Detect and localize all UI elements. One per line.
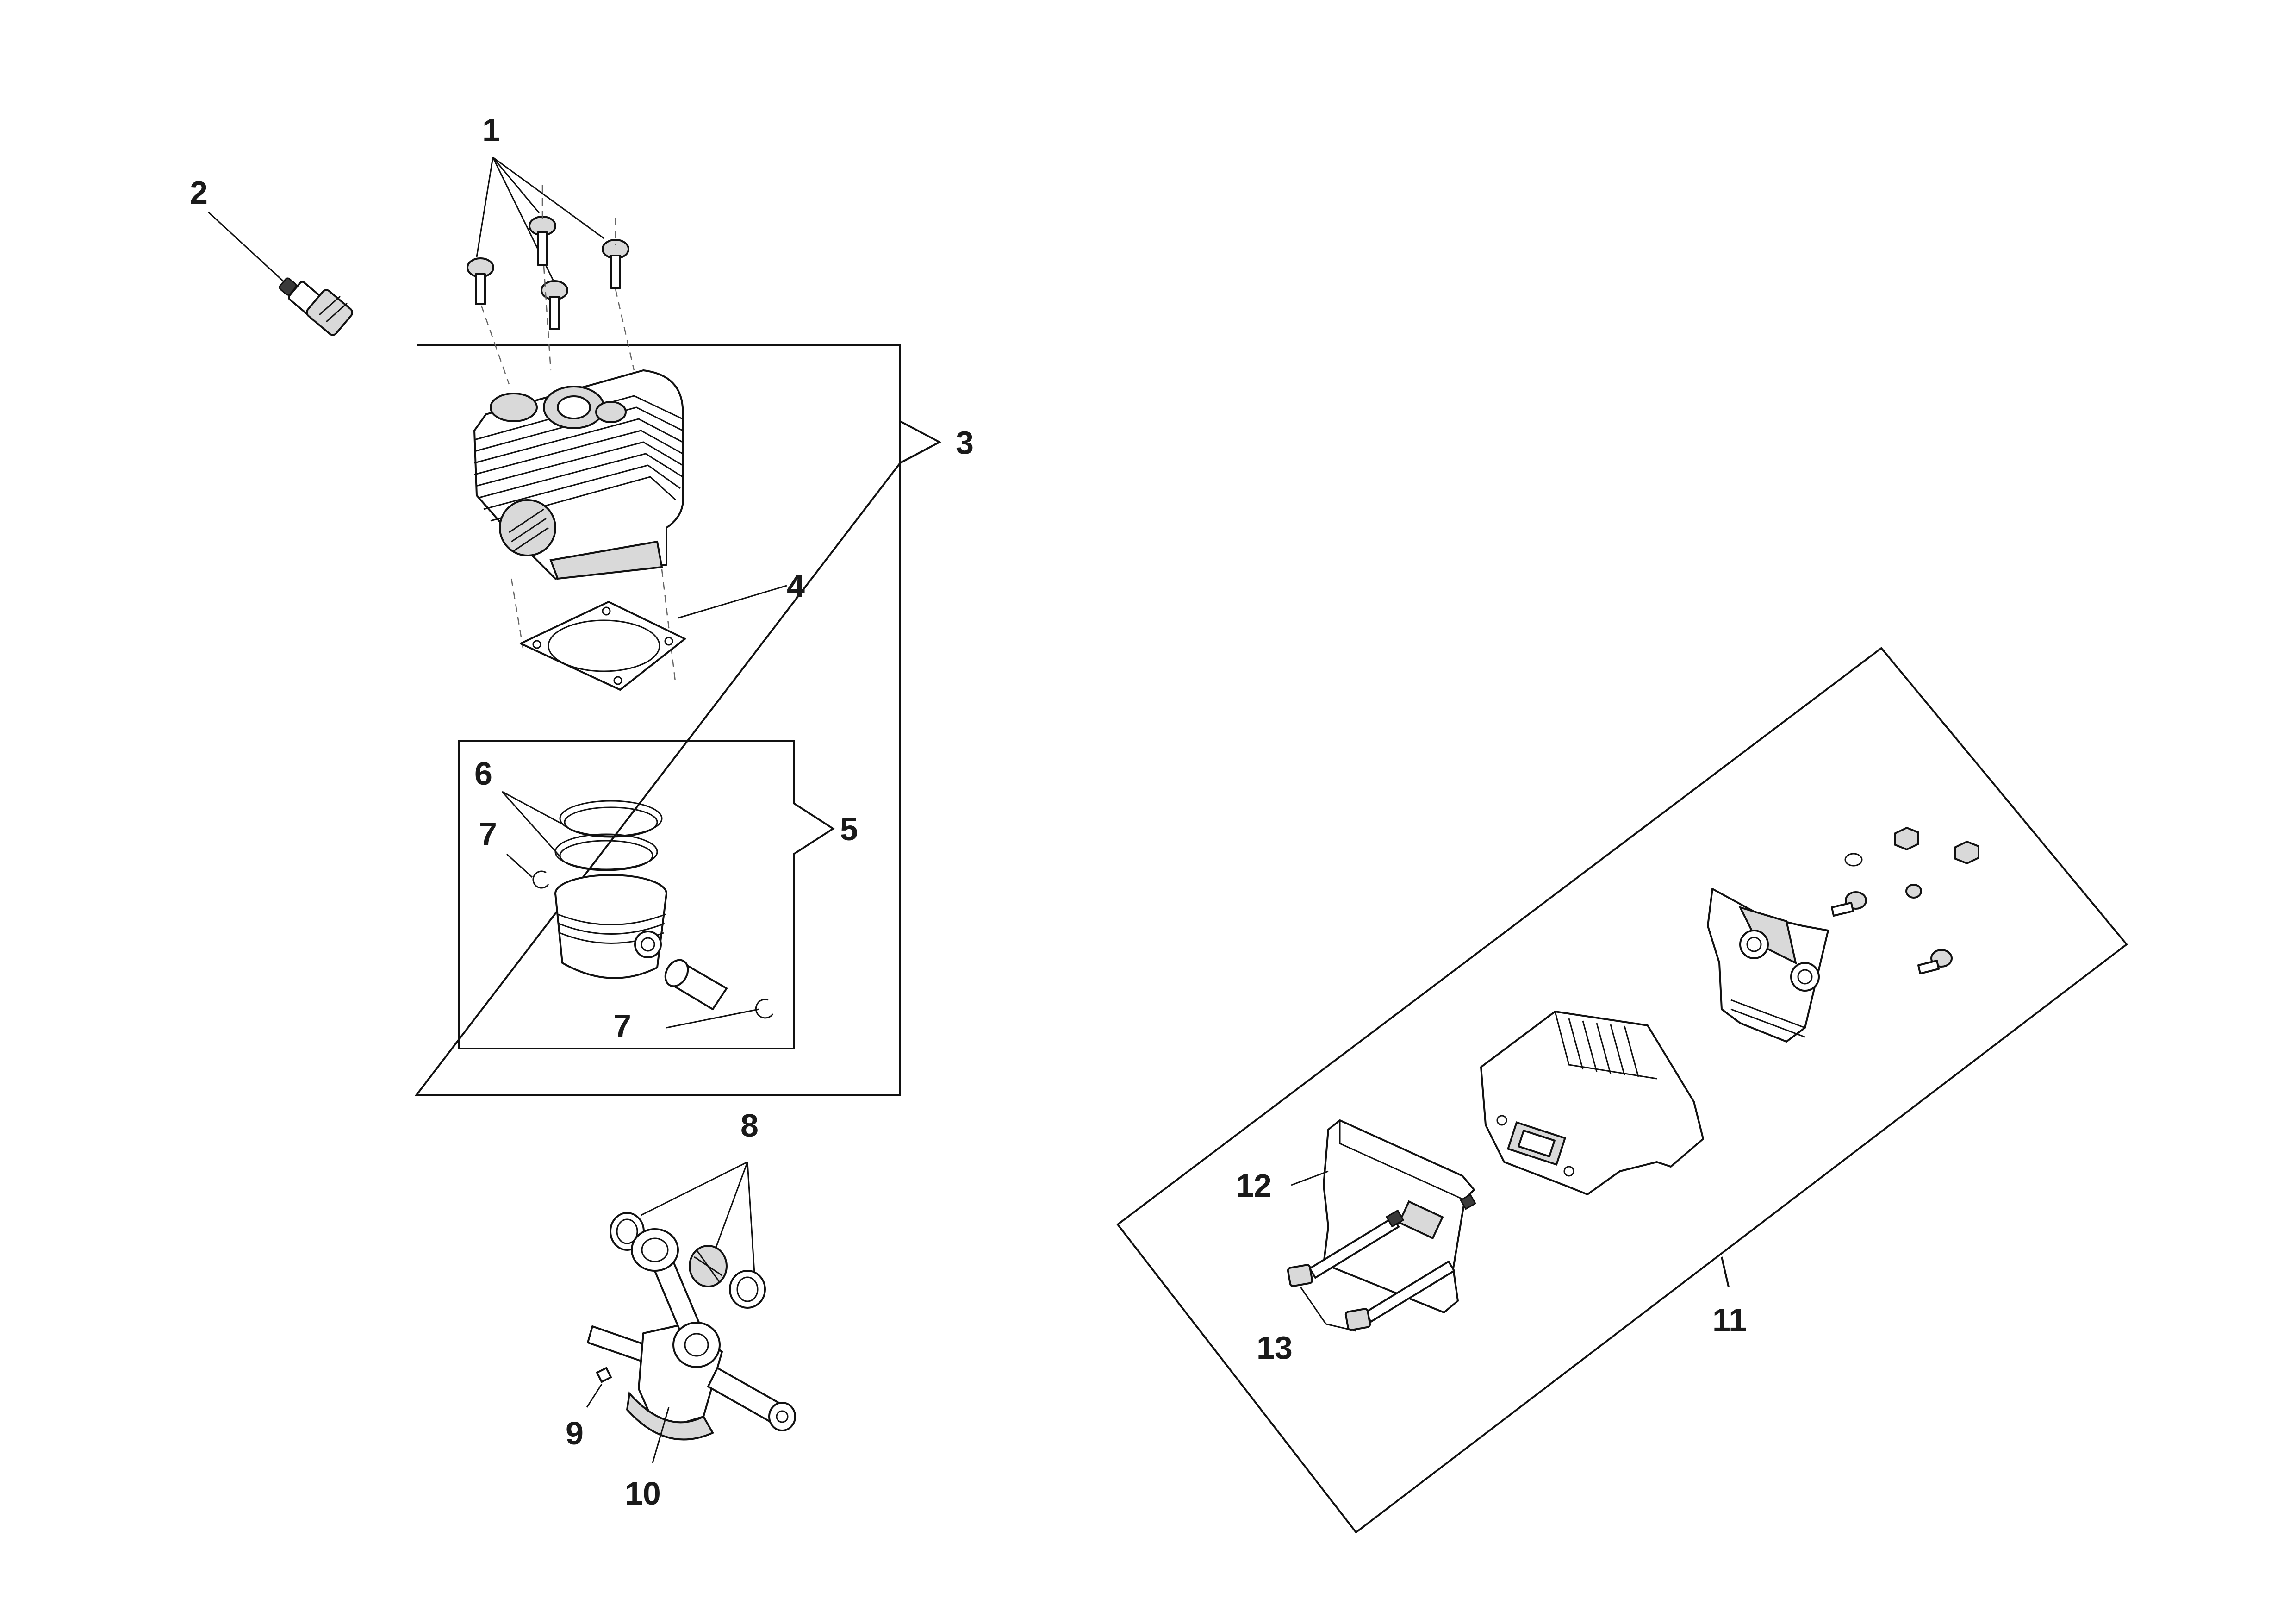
cylinder-screw-icon [1831,891,1953,974]
piston-icon [554,874,667,979]
callout-4: 4 [787,568,805,604]
piston-assembly-frame [458,740,835,1049]
callout-13: 13 [1257,1330,1293,1366]
callout-6: 6 [474,756,492,792]
callout-7-lower: 7 [613,1008,631,1044]
callout-10: 10 [625,1475,661,1512]
circlip-icon [506,853,549,889]
callout-8: 8 [740,1107,759,1143]
callout-2: 2 [190,175,208,211]
callout-11: 11 [1712,1302,1747,1338]
nut-icon [1844,826,1979,899]
crankshaft-icon [587,1228,796,1463]
callout-7-upper: 7 [479,816,497,852]
callout-9: 9 [566,1415,584,1451]
muffler-frame-notch [1721,1256,1730,1287]
piston-pin-icon [664,959,728,1010]
spark-plug-icon [207,211,354,336]
cylinder-gasket-icon [520,585,787,691]
muffler-gasket-icon [1291,1119,1475,1313]
callout-3: 3 [956,425,974,461]
piston-ring-icon [501,791,663,871]
stud-bolt-icon [1287,1193,1476,1332]
bearing-icon [610,1161,766,1309]
muffler-assembly-frame [1116,647,2128,1534]
callout-5: 5 [840,811,858,847]
callout-1: 1 [482,112,500,148]
callout-12: 12 [1236,1168,1272,1204]
cylinder-icon [473,369,684,686]
muffler-icon [1480,1011,1704,1195]
cylinder-frame-bracket [900,441,940,464]
cylinder-screw-icon [467,156,635,385]
woodruff-key-icon [586,1367,612,1408]
muffler-cover-icon [1707,888,1829,1043]
circlip-icon [666,999,774,1029]
